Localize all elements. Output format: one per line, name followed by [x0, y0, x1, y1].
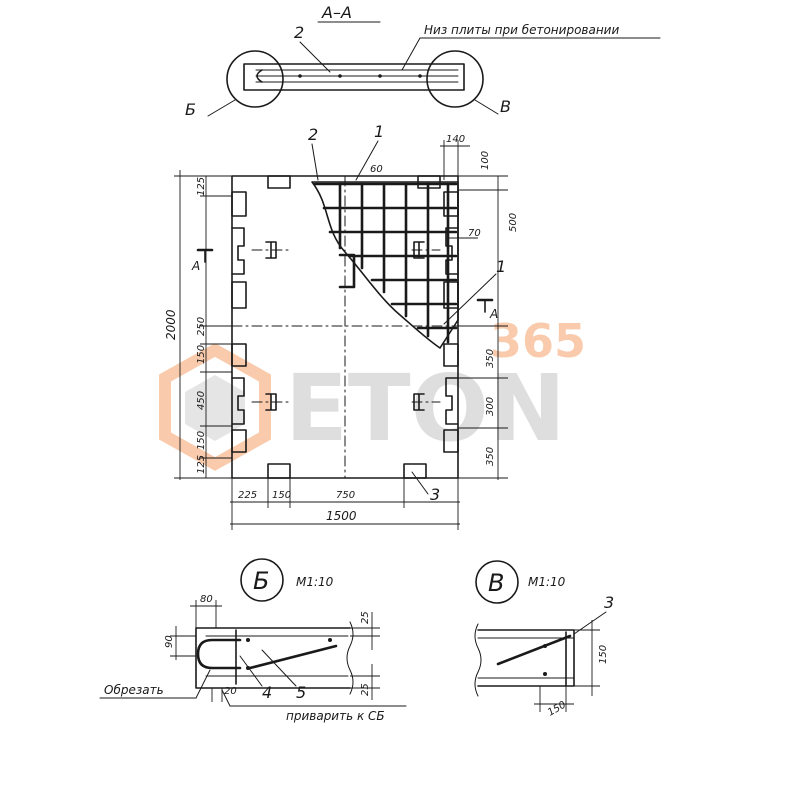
dim-1500: 1500 — [326, 509, 357, 523]
section-callout-v: В — [500, 97, 511, 116]
dim-300: 300 — [485, 397, 496, 416]
detail-v-callout-3: 3 — [604, 593, 614, 612]
dim-70: 70 — [468, 228, 481, 239]
detail-b-weld-note: приварить к СБ — [286, 709, 385, 723]
watermark-number: 365 — [490, 314, 586, 368]
detail-b-callout-4: 4 — [262, 683, 272, 702]
detail-v-dim-150-horizontal: 150 — [546, 700, 568, 719]
section-note: Низ плиты при бетонировании — [424, 23, 619, 37]
section-title: А–А — [321, 3, 352, 22]
plan-callout-2: 2 — [308, 125, 318, 144]
watermark-hex-inner-icon — [185, 375, 245, 441]
plan-callout-1-right: 1 — [496, 257, 506, 276]
detail-circle-v — [426, 50, 484, 108]
detail-b: Б М1:10 80 90 25 25 20 Обреза — [99, 558, 407, 723]
slab-plan: 2 1 1 3 А А — [191, 122, 506, 504]
dim-250: 250 — [196, 317, 207, 336]
watermark-hex-icon — [159, 343, 271, 471]
dim-125-bottom: 125 — [196, 455, 207, 474]
dim-500: 500 — [508, 213, 519, 232]
plan-callout-1: 1 — [374, 122, 384, 141]
detail-b-label: Б — [253, 567, 269, 595]
dim-60: 60 — [370, 164, 383, 175]
dim-350-lower: 350 — [485, 447, 496, 466]
section-a-a: А–А Низ плиты при бетонировании 2 Б В — [185, 3, 661, 119]
cut-mark-right: А — [489, 307, 498, 321]
dim-150-left-a: 150 — [196, 345, 207, 364]
detail-b-dim-80: 80 — [200, 594, 213, 605]
detail-b-dim-90: 90 — [164, 635, 175, 648]
dim-125-top: 125 — [196, 177, 207, 196]
rebar-mesh — [313, 182, 458, 344]
section-callout-2: 2 — [294, 23, 304, 42]
section-callout-b: Б — [185, 100, 196, 119]
detail-b-dim-20: 20 — [224, 686, 237, 697]
section-slab — [243, 63, 465, 91]
detail-b-scale: М1:10 — [296, 575, 334, 589]
dim-350-upper: 350 — [485, 349, 496, 368]
detail-v-dim-150-vertical: 150 — [598, 645, 609, 664]
dim-2000: 2000 — [164, 309, 178, 340]
dim-750: 750 — [336, 490, 355, 501]
dim-150-bottom: 150 — [272, 490, 291, 501]
detail-v-scale: М1:10 — [528, 575, 566, 589]
detail-b-callout-5: 5 — [296, 683, 306, 702]
detail-b-cut-note: Обрезать — [104, 683, 164, 697]
detail-v: В М1:10 3 150 150 — [474, 560, 614, 719]
dim-225: 225 — [238, 490, 257, 501]
dim-150-left-b: 150 — [196, 431, 207, 450]
dim-450: 450 — [196, 391, 207, 410]
rebar-cutaway-outline — [311, 181, 459, 349]
plan-dimensions: 140 100 60 500 70 350 300 350 2000 125 2… — [164, 134, 519, 530]
dim-140: 140 — [446, 134, 465, 145]
cut-mark-left: А — [191, 259, 200, 273]
dim-100: 100 — [480, 151, 491, 170]
watermark-word: ETON — [285, 355, 566, 462]
detail-b-dim-25-top: 25 — [360, 611, 371, 624]
detail-b-dim-25-bottom: 25 — [360, 683, 371, 696]
detail-v-label: В — [488, 569, 504, 597]
plan-callout-3: 3 — [430, 485, 440, 504]
detail-circle-b — [226, 50, 284, 108]
watermark: 365 ETON — [159, 314, 586, 471]
